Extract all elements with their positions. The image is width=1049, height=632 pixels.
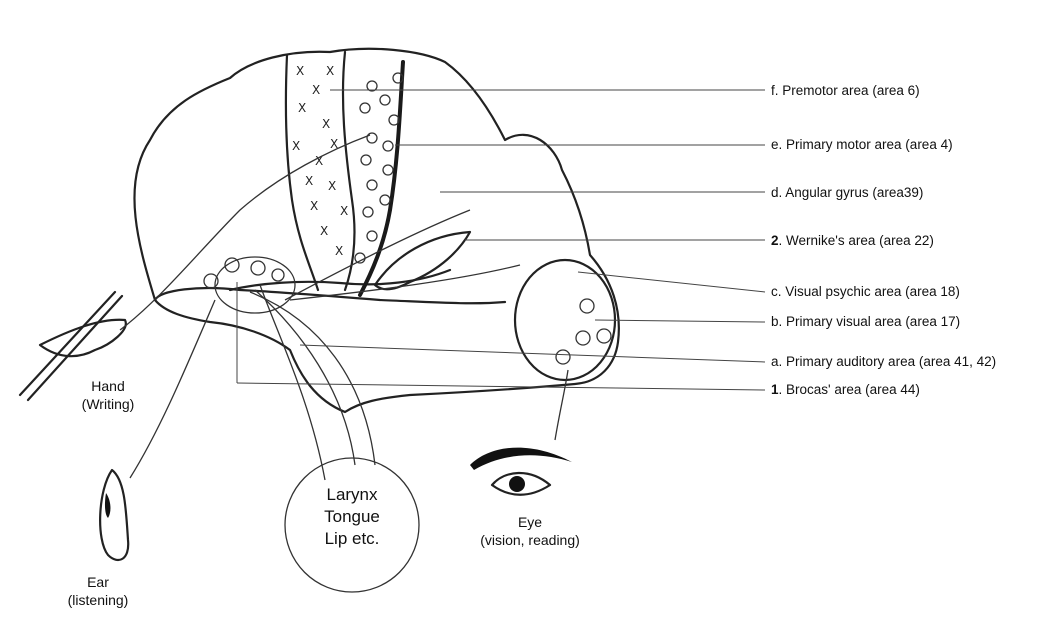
label-prefix: c. — [771, 284, 782, 299]
label-text: Visual psychic area (area 18) — [785, 284, 960, 299]
svg-text:X: X — [335, 244, 343, 258]
svg-text:X: X — [305, 174, 313, 188]
eye-caption: Eye (vision, reading) — [470, 513, 590, 549]
hand-caption-line1: Hand — [68, 377, 148, 395]
label-prefix: b. — [771, 314, 782, 329]
svg-text:X: X — [312, 83, 320, 97]
neural-pathways — [120, 135, 568, 480]
label-text: Premotor area (area 6) — [782, 83, 919, 98]
svg-text:X: X — [298, 101, 306, 115]
label-visual-psychic-area: c. Visual psychic area (area 18) — [771, 284, 960, 300]
premotor-area-strip-boundary — [343, 52, 354, 290]
svg-text:X: X — [320, 224, 328, 238]
label-text: Angular gyrus (area39) — [785, 185, 923, 200]
label-primary-motor-area: e. Primary motor area (area 4) — [771, 137, 953, 153]
label-text: . Wernike's area (area 22) — [779, 233, 934, 248]
ear-canal — [105, 493, 111, 518]
label-prefix: 1 — [771, 382, 779, 397]
ear-caption-line2: (listening) — [58, 591, 138, 609]
ear-caption: Ear (listening) — [58, 573, 138, 609]
label-prefix: a. — [771, 354, 782, 369]
label-prefix: d. — [771, 185, 782, 200]
label-prefix: e. — [771, 137, 782, 152]
label-brocas-area: 1. Brocas' area (area 44) — [771, 382, 920, 398]
ear-drawing — [100, 470, 128, 560]
hand-caption-line2: (Writing) — [68, 395, 148, 413]
svg-text:X: X — [328, 179, 336, 193]
larynx-caption: Larynx Tongue Lip etc. — [302, 484, 402, 550]
svg-text:X: X — [296, 64, 304, 78]
label-primary-visual-area: b. Primary visual area (area 17) — [771, 314, 960, 330]
label-primary-auditory-area: a. Primary auditory area (area 41, 42) — [771, 354, 996, 370]
leader-lines — [237, 90, 765, 390]
svg-text:X: X — [326, 64, 334, 78]
larynx-caption-line1: Larynx — [302, 484, 402, 506]
label-text: . Brocas' area (area 44) — [779, 382, 920, 397]
ear-caption-line1: Ear — [58, 573, 138, 591]
eye-brow — [470, 448, 572, 470]
label-text: Primary visual area (area 17) — [786, 314, 960, 329]
label-angular-gyrus: d. Angular gyrus (area39) — [771, 185, 923, 201]
label-premotor-area: f. Premotor area (area 6) — [771, 83, 920, 99]
hand-caption: Hand (Writing) — [68, 377, 148, 413]
label-prefix: f. — [771, 83, 779, 98]
label-text: Primary motor area (area 4) — [786, 137, 953, 152]
svg-text:X: X — [340, 204, 348, 218]
brocas-area-cluster — [204, 257, 295, 313]
eye-pupil — [509, 476, 525, 492]
larynx-caption-line3: Lip etc. — [302, 528, 402, 550]
brain-outline — [134, 49, 618, 412]
eye-caption-line2: (vision, reading) — [470, 531, 590, 549]
svg-text:X: X — [322, 117, 330, 131]
svg-text:X: X — [292, 139, 300, 153]
wernickes-area — [375, 232, 470, 289]
eye-caption-line1: Eye — [470, 513, 590, 531]
label-text: Primary auditory area (area 41, 42) — [786, 354, 996, 369]
label-prefix: 2 — [771, 233, 779, 248]
svg-text:X: X — [310, 199, 318, 213]
label-wernickes-area: 2. Wernike's area (area 22) — [771, 233, 934, 249]
larynx-caption-line2: Tongue — [302, 506, 402, 528]
